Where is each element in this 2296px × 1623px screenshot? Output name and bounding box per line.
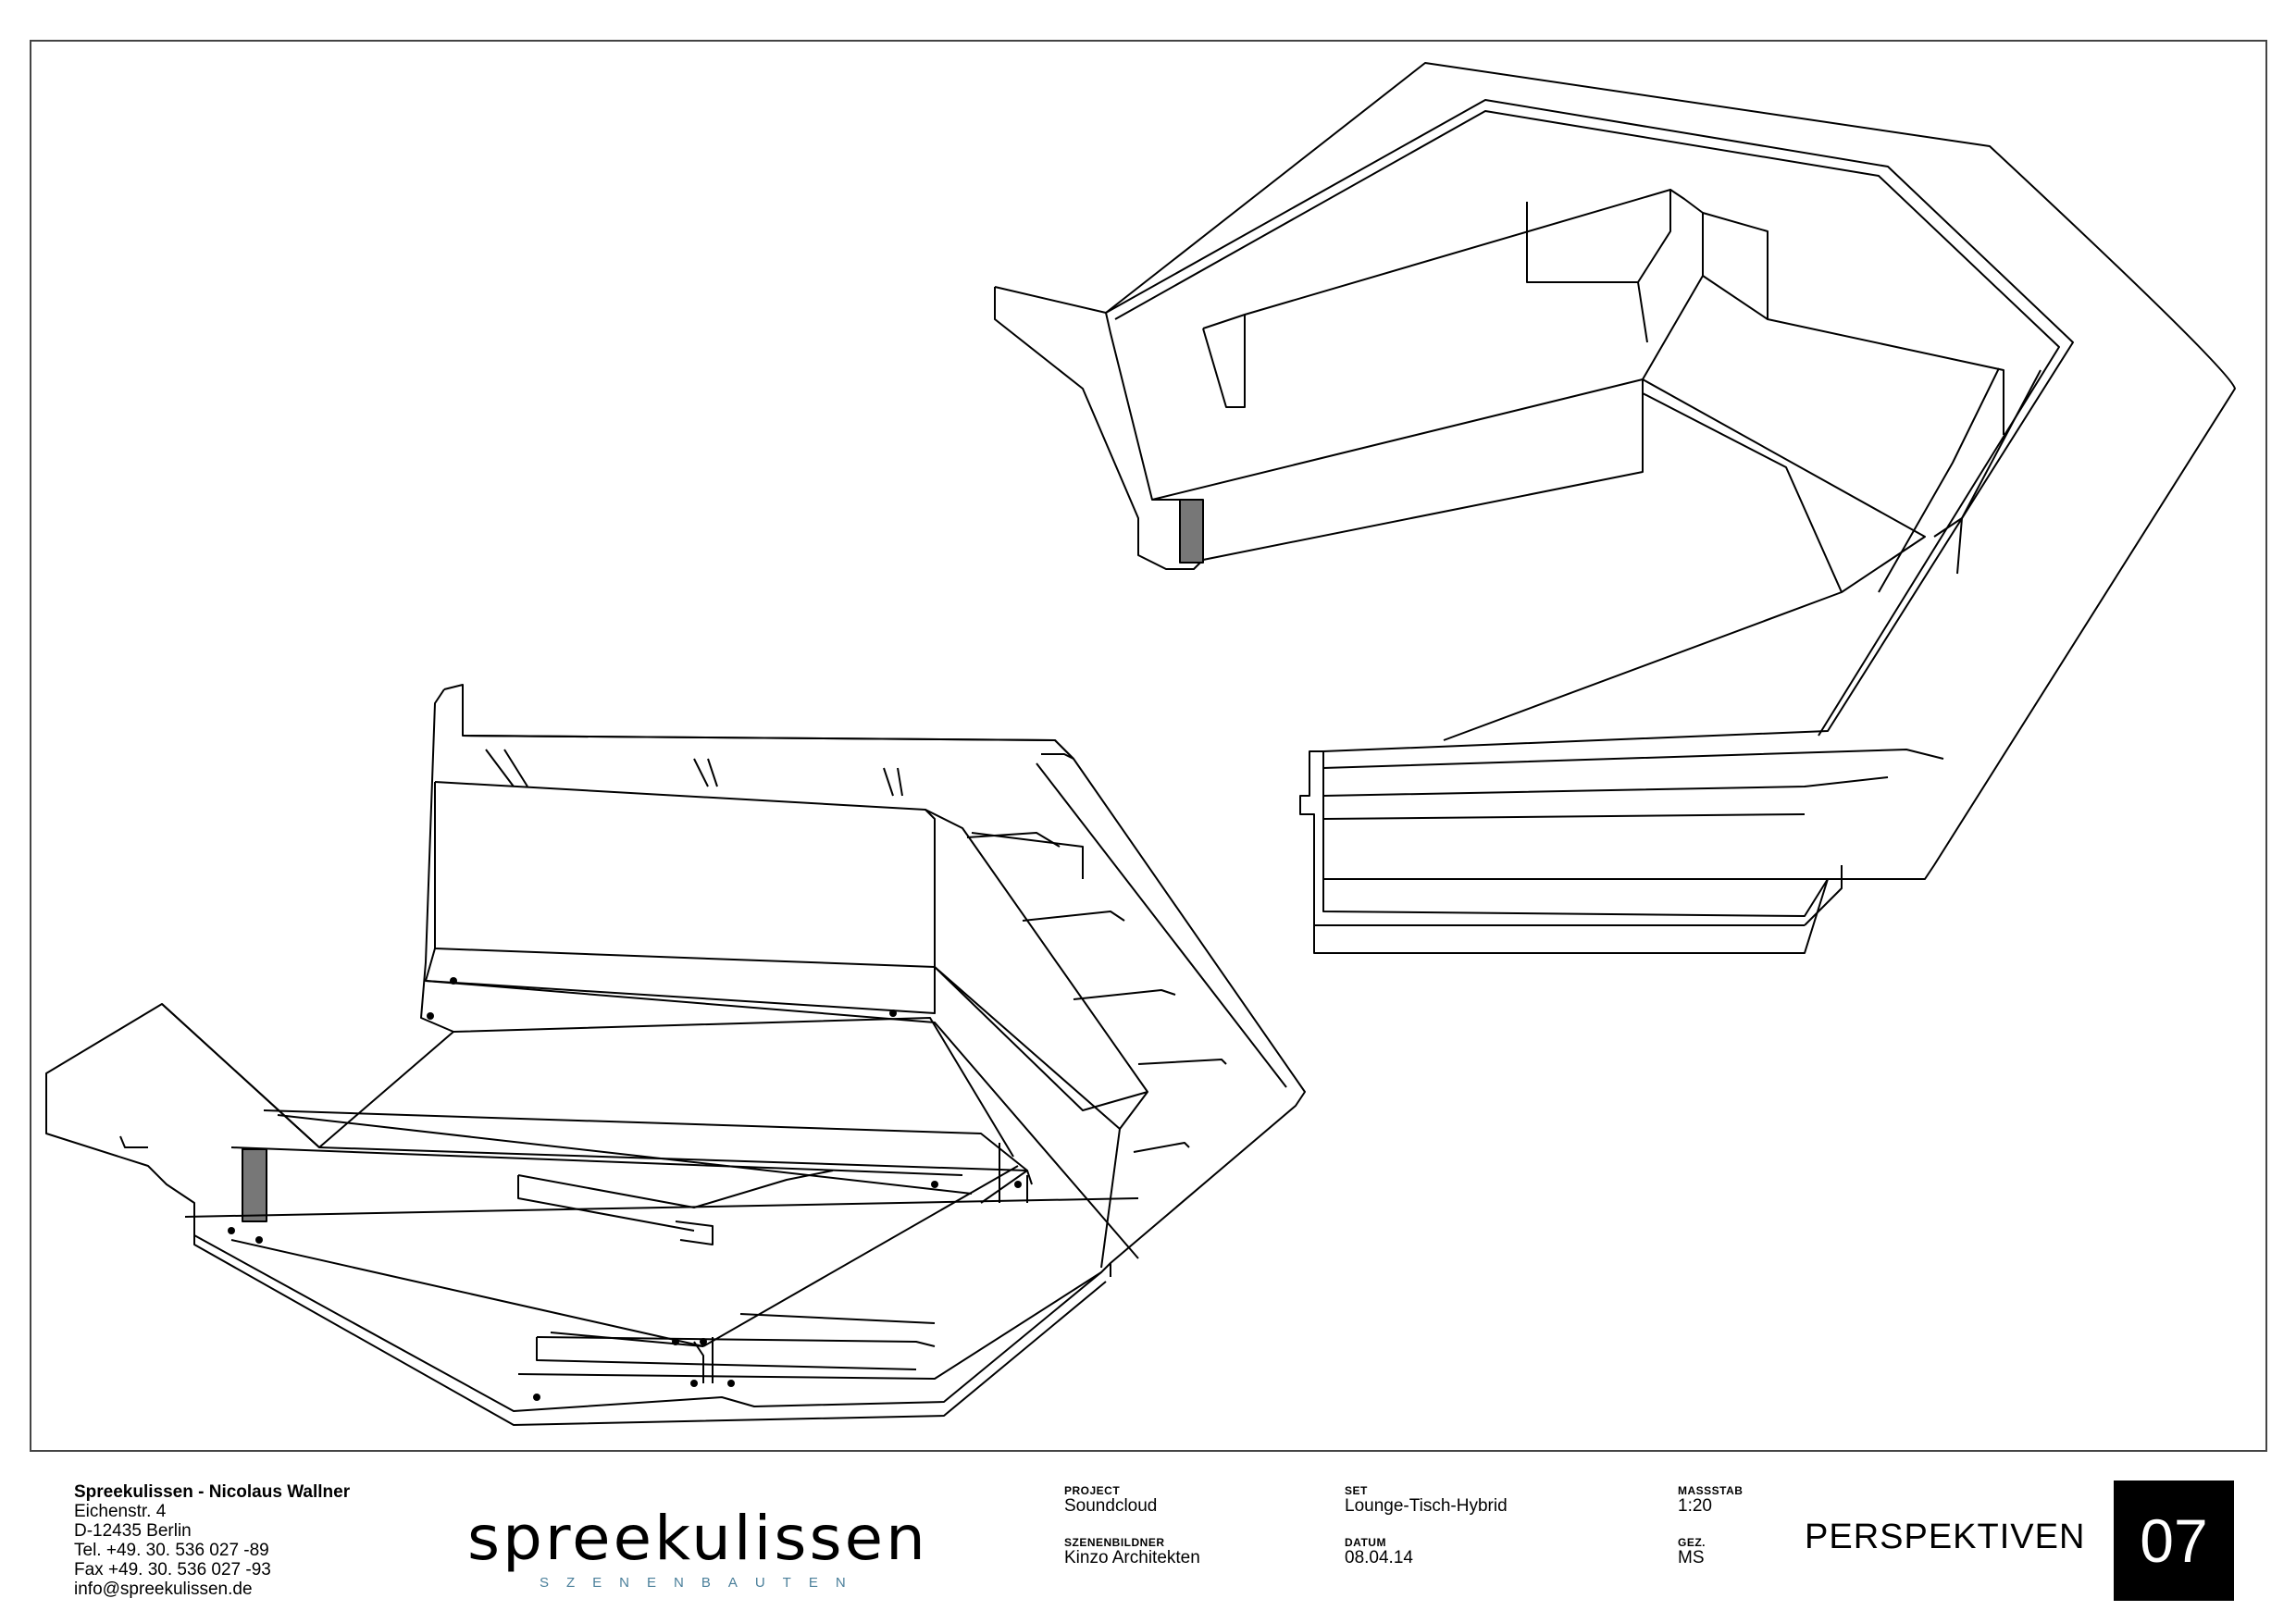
- scenenbildner-label: SZENENBILDNER: [1064, 1536, 1165, 1549]
- datum-field: DATUM 08.04.14: [1345, 1536, 1413, 1567]
- sheet-number: 07: [2114, 1481, 2234, 1601]
- company-name: Spreekulissen - Nicolaus Wallner: [74, 1482, 351, 1502]
- company-street: Eichenstr. 4: [74, 1502, 167, 1521]
- scenenbildner-value: Kinzo Architekten: [1064, 1548, 1200, 1567]
- company-city: D-12435 Berlin: [74, 1521, 192, 1541]
- perspective-drawing: [45, 62, 2236, 1426]
- set-field: SET Lounge-Tisch-Hybrid: [1345, 1484, 1508, 1516]
- datum-label: DATUM: [1345, 1536, 1386, 1549]
- datum-value: 08.04.14: [1345, 1548, 1413, 1567]
- company-tel: Tel. +49. 30. 536 027 -89: [74, 1541, 269, 1560]
- massstab-field: MASSSTAB 1:20: [1678, 1484, 1743, 1516]
- massstab-value: 1:20: [1678, 1496, 1712, 1516]
- spreekulissen-logo: spreekulissen SZENENBAUTEN: [467, 1508, 925, 1592]
- project-label: PROJECT: [1064, 1484, 1121, 1497]
- sheet-title: PERSPEKTIVEN: [1805, 1518, 2086, 1556]
- drawing-frame: [30, 40, 2267, 1452]
- title-block: Spreekulissen - Nicolaus Wallner Eichens…: [0, 1462, 2296, 1623]
- company-address: Spreekulissen - Nicolaus Wallner Eichens…: [74, 1482, 350, 1599]
- massstab-label: MASSSTAB: [1678, 1484, 1744, 1497]
- scenenbildner-field: SZENENBILDNER Kinzo Architekten: [1064, 1536, 1200, 1567]
- gez-label: GEZ.: [1678, 1536, 1706, 1549]
- logo-tagline: SZENENBAUTEN: [540, 1575, 863, 1591]
- project-field: PROJECT Soundcloud: [1064, 1484, 1157, 1516]
- lounge-table-lower: [45, 684, 1306, 1426]
- gez-value: MS: [1678, 1548, 1705, 1567]
- set-label: SET: [1345, 1484, 1368, 1497]
- lounge-table-upper: [994, 62, 2236, 954]
- set-value: Lounge-Tisch-Hybrid: [1345, 1496, 1508, 1516]
- project-value: Soundcloud: [1064, 1496, 1158, 1516]
- company-email[interactable]: info@spreekulissen.de: [74, 1580, 253, 1599]
- gez-field: GEZ. MS: [1678, 1536, 1706, 1567]
- screw-markers: [228, 977, 1022, 1401]
- logo-wordmark: spreekulissen: [467, 1503, 928, 1574]
- company-fax: Fax +49. 30. 536 027 -93: [74, 1560, 271, 1580]
